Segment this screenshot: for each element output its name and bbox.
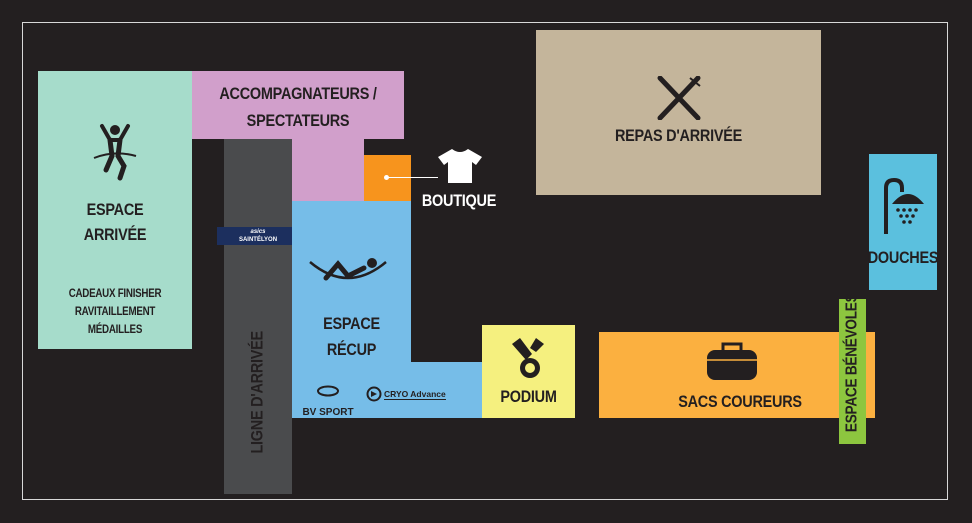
arrivee-title: ESPACE ARRIVÉE bbox=[50, 198, 181, 247]
saintelyon-banner: asics SAINTÉLYON bbox=[217, 227, 299, 245]
hammock-icon bbox=[309, 258, 387, 281]
banner-event: SAINTÉLYON bbox=[238, 237, 278, 243]
zone-espace-recup-ext bbox=[411, 362, 482, 418]
repas-title: REPAS D'ARRIVÉE bbox=[614, 126, 742, 145]
recup-title: ESPACE RÉCUP bbox=[301, 311, 402, 364]
zone-espace-benevoles bbox=[839, 299, 866, 444]
zone-espace-arrivee bbox=[38, 71, 192, 349]
ligne-arrivee-title: LIGNE D'ARRIVÉE bbox=[247, 331, 267, 454]
arrivee-services: CADEAUX FINISHER RAVITAILLEMENT MÉDAILLE… bbox=[50, 286, 181, 339]
zone-accompagnateurs bbox=[192, 71, 404, 139]
bv-sport-text: BV SPORT bbox=[302, 407, 354, 419]
service-medailles: MÉDAILLES bbox=[87, 323, 143, 336]
bv-sport-logo: BV SPORT bbox=[298, 384, 358, 420]
benevoles-title: ESPACE BÉNÉVOLES bbox=[843, 293, 861, 433]
medal-icon bbox=[512, 338, 544, 378]
podium-title: PODIUM bbox=[500, 387, 557, 406]
zone-ligne-arrivee bbox=[224, 139, 292, 494]
cryo-advance-text: CRYO Advance bbox=[384, 388, 446, 400]
service-cadeaux: CADEAUX FINISHER bbox=[68, 288, 162, 300]
arrivee-title-line2: ARRIVÉE bbox=[83, 224, 147, 244]
accompagnateurs-line2: SPECTATEURS bbox=[246, 111, 350, 131]
zone-accompagnateurs-lower bbox=[292, 139, 364, 201]
sacs-title: SACS COUREURS bbox=[678, 392, 802, 411]
bv-sport-logo-mark bbox=[317, 385, 339, 397]
recup-line2: RÉCUP bbox=[326, 340, 377, 360]
site-boundary bbox=[22, 22, 948, 500]
arrivee-title-line1: ESPACE bbox=[86, 200, 144, 219]
fork-knife-icon bbox=[657, 76, 701, 120]
boutique-title: BOUTIQUE bbox=[421, 191, 497, 210]
bag-icon bbox=[707, 342, 757, 380]
recup-line1: ESPACE bbox=[323, 314, 380, 333]
accompagnateurs-line1: ACCOMPAGNATEURS / bbox=[219, 84, 377, 103]
runner-finish-icon bbox=[93, 124, 137, 181]
cryo-advance-logo-mark bbox=[366, 386, 382, 402]
banner-brand: asics bbox=[250, 229, 266, 235]
accompagnateurs-title: ACCOMPAGNATEURS / SPECTATEURS bbox=[208, 80, 388, 134]
boutique-pointer bbox=[386, 177, 438, 178]
shower-icon bbox=[884, 177, 924, 234]
tshirt-icon bbox=[438, 149, 482, 183]
service-ravitaillement: RAVITAILLEMENT bbox=[74, 305, 156, 318]
cryo-advance-logo: CRYO Advance bbox=[366, 386, 446, 402]
douches-title: DOUCHES bbox=[867, 248, 939, 267]
zone-espace-recup bbox=[292, 201, 411, 418]
boutique-pointer-dot bbox=[384, 175, 389, 180]
zone-repas-arrivee bbox=[536, 30, 821, 195]
